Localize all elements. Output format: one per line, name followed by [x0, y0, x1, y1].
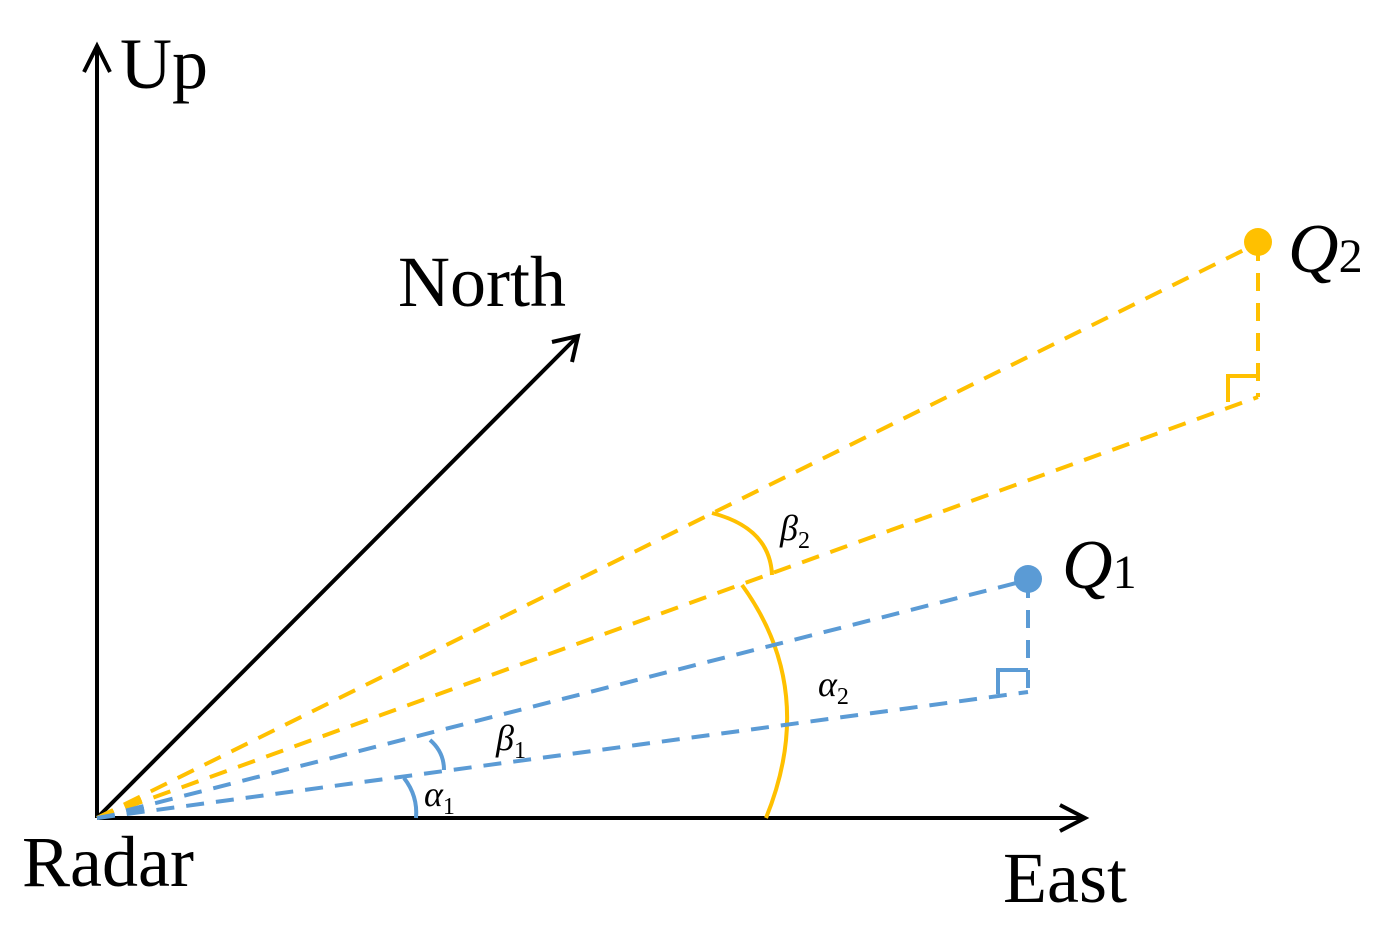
beta1-letter: β	[495, 718, 514, 758]
radar-label: Radar	[22, 822, 194, 902]
q1-ground-projection	[96, 690, 1029, 820]
q1-right-angle-marker	[996, 668, 1028, 694]
axes	[82, 41, 1090, 833]
alpha1-arc	[402, 776, 419, 819]
origin-wedge-orange	[96, 793, 151, 820]
east-axis-arrowhead	[1059, 803, 1090, 833]
alpha1-letter: α	[424, 774, 444, 814]
q1-line-of-sight	[96, 578, 1029, 820]
beta2-arc	[711, 511, 774, 576]
beta2-label: β2	[779, 508, 810, 554]
origin-wedge	[96, 793, 151, 820]
up-label: Up	[120, 24, 208, 104]
alpha2-arc	[740, 583, 790, 819]
q2-line-of-sight	[96, 241, 1259, 820]
north-label: North	[398, 242, 566, 322]
alpha2-label: α2	[818, 664, 849, 710]
q2-label-subscript: 2	[1339, 230, 1363, 283]
up-axis-arrowhead	[82, 41, 112, 73]
origin-wedge-blue	[96, 806, 151, 820]
q1-geometry	[96, 565, 1042, 820]
q1-point	[1014, 565, 1042, 593]
alpha1-subscript: 1	[443, 794, 455, 820]
beta1-label: β1	[495, 718, 526, 764]
north-axis-arrowhead	[551, 333, 581, 363]
beta1-subscript: 1	[514, 738, 526, 764]
q2-geometry	[96, 228, 1272, 820]
q1-label-letter: Q	[1062, 527, 1113, 604]
east-label: East	[1003, 838, 1127, 918]
beta1-arc	[428, 738, 446, 771]
alpha2-letter: α	[818, 664, 838, 704]
alpha2-subscript: 2	[837, 684, 849, 710]
q1-label-subscript: 1	[1113, 546, 1137, 599]
q2-label: Q2	[1288, 211, 1363, 288]
q2-label-letter: Q	[1288, 211, 1339, 288]
q1-label: Q1	[1062, 527, 1137, 604]
alpha1-label: α1	[424, 774, 455, 820]
beta2-subscript: 2	[798, 528, 810, 554]
beta2-letter: β	[779, 508, 798, 548]
q2-point	[1244, 228, 1272, 256]
north-axis	[95, 336, 578, 820]
q2-ground-projection	[96, 395, 1259, 820]
q2-right-angle-marker	[1226, 374, 1258, 402]
